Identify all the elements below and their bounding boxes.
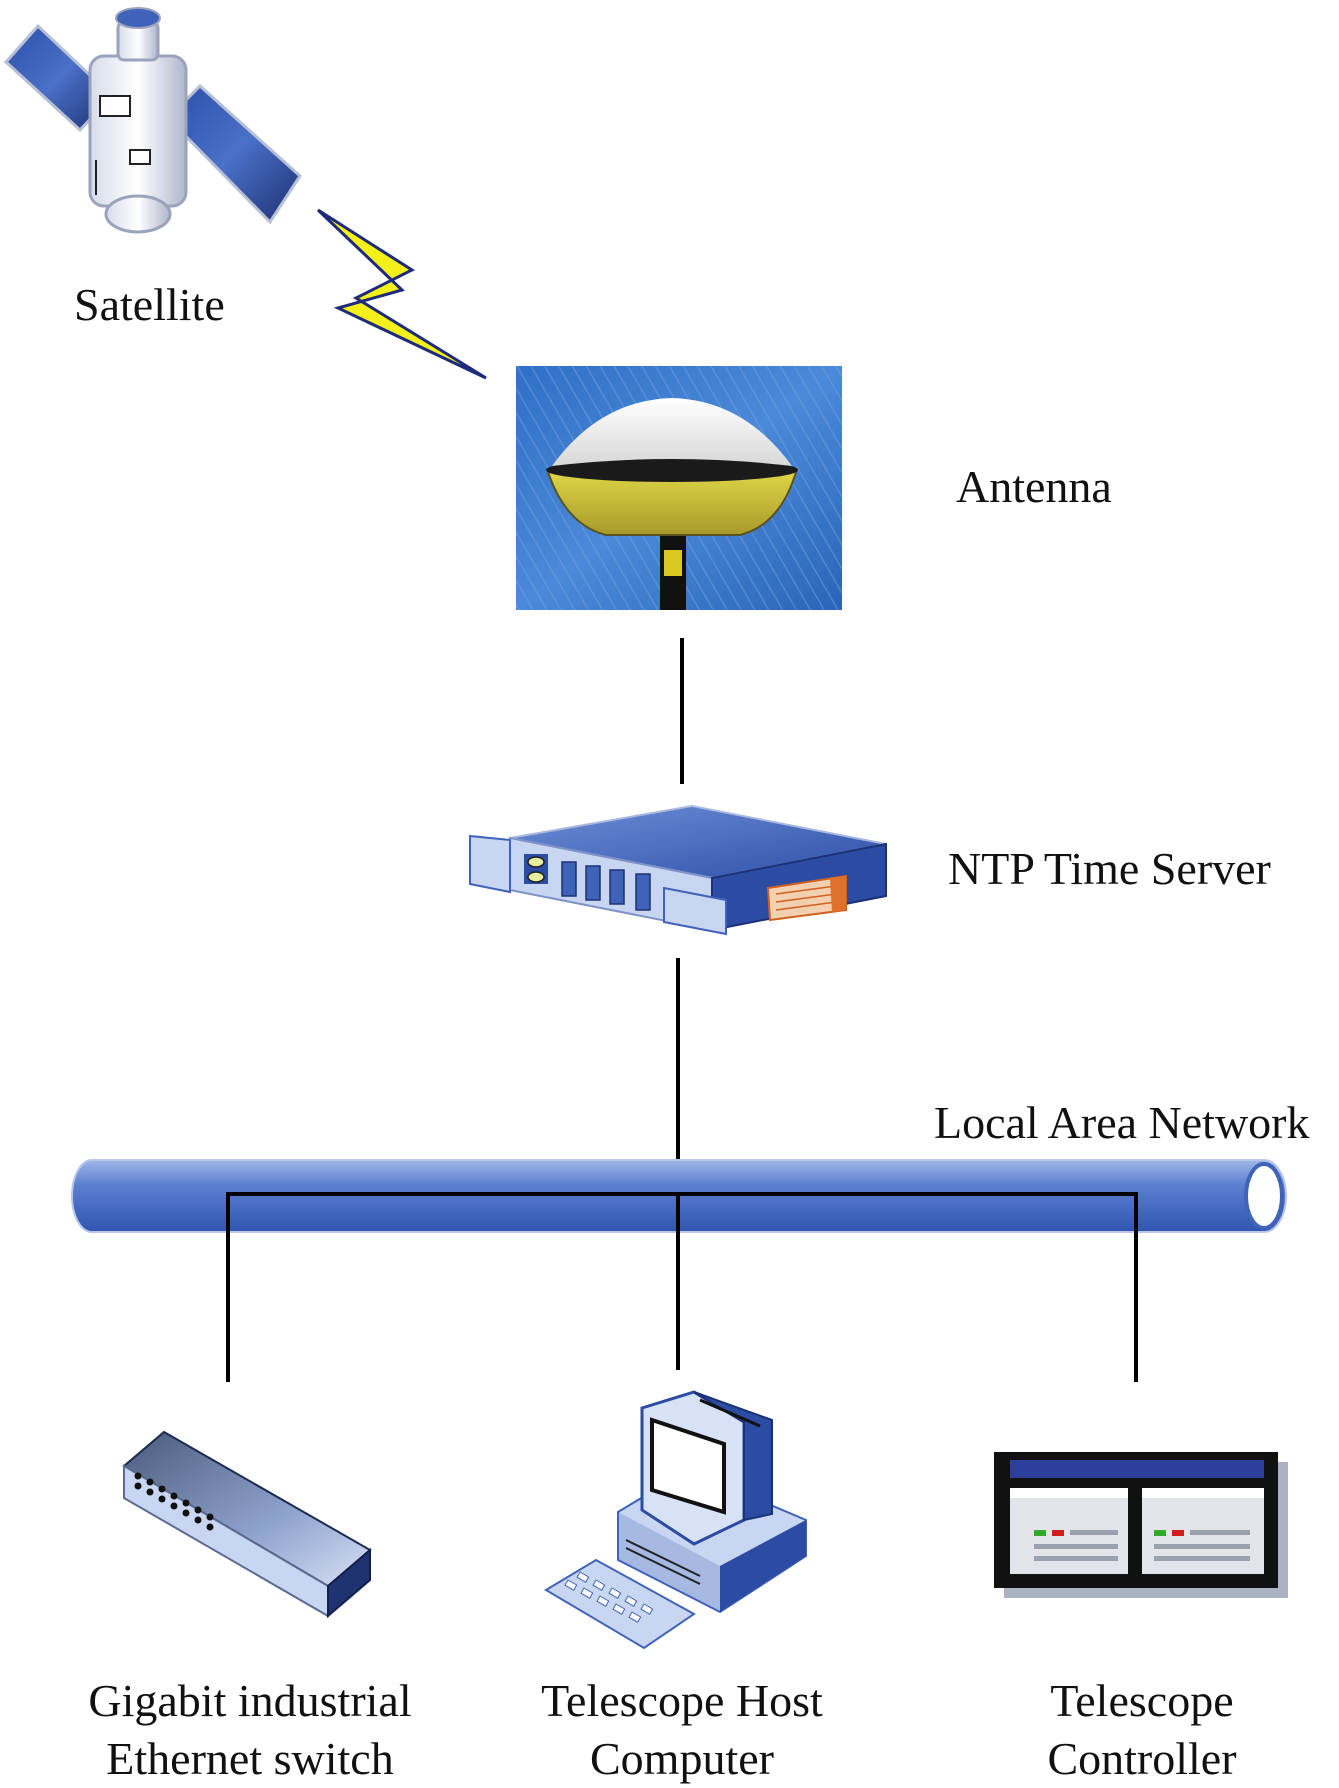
satellite-icon	[3, 7, 302, 234]
computer-icon	[544, 1390, 807, 1650]
switch-label-line1: Gigabit industrial	[88, 1675, 412, 1726]
switch-label-line2: Ethernet switch	[106, 1733, 394, 1784]
host-label-line2: Computer	[590, 1733, 774, 1784]
satellite-label: Satellite	[74, 279, 225, 330]
switch-label: Gigabit industrial Ethernet switch	[50, 1672, 450, 1788]
server-icon	[469, 804, 887, 936]
controller-label-line1: Telescope	[1050, 1675, 1234, 1726]
controller-label-line2: Controller	[1047, 1733, 1237, 1784]
switch-icon	[122, 1430, 372, 1619]
controller-label: Telescope Controller	[942, 1672, 1339, 1788]
lan-label: Local Area Network	[934, 1097, 1310, 1148]
ntp-server-label: NTP Time Server	[948, 843, 1271, 894]
antenna-label: Antenna	[956, 461, 1112, 512]
controller-icon	[994, 1452, 1288, 1598]
antenna-icon	[516, 366, 842, 610]
host-label-line1: Telescope Host	[541, 1675, 823, 1726]
host-label: Telescope Host Computer	[482, 1672, 882, 1788]
lan-bus-wires	[226, 1192, 1138, 1382]
lightning-icon	[316, 208, 487, 380]
